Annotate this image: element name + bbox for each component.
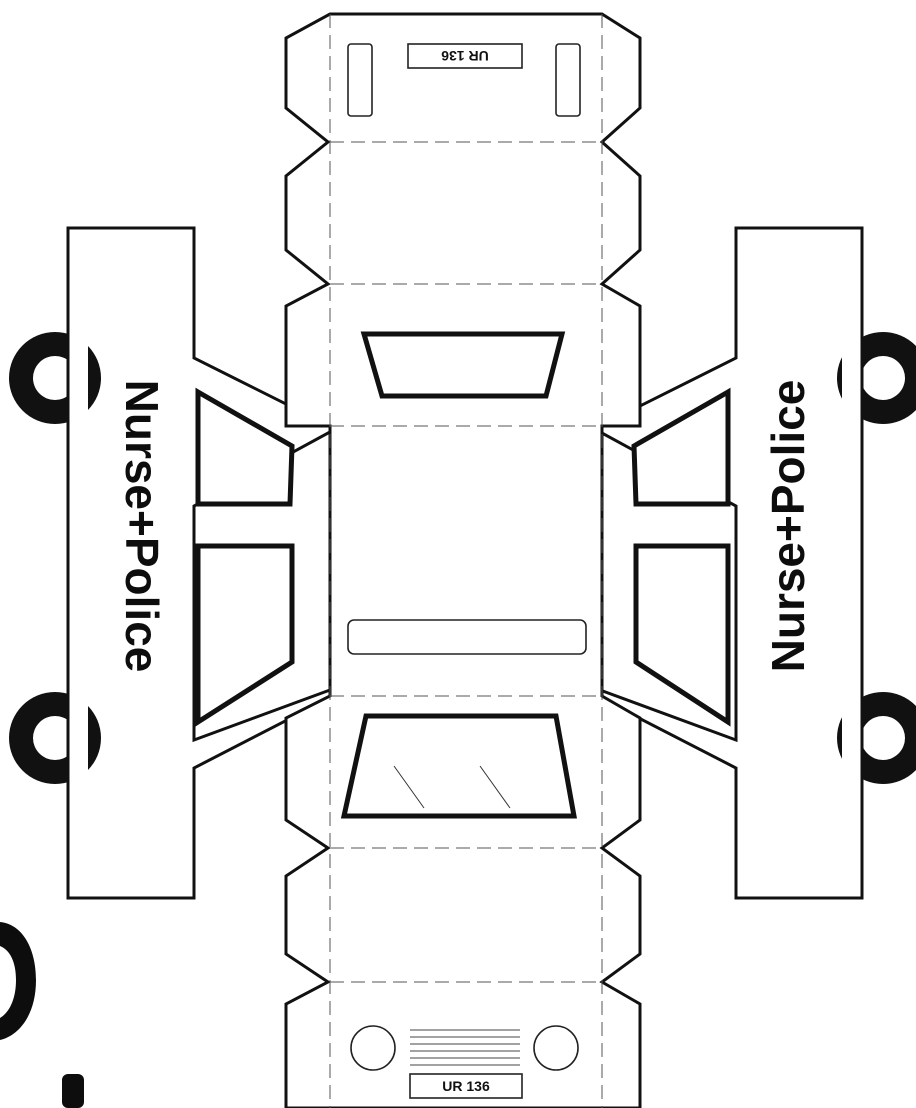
fold-lines <box>329 14 603 1108</box>
rear-license-plate <box>407 43 523 69</box>
edge-decoration <box>0 922 84 1108</box>
side-window-icon <box>195 387 295 507</box>
right-side-body <box>598 226 864 900</box>
rear-window-icon <box>360 331 566 399</box>
rear-plate-text: UR 136 <box>441 48 489 64</box>
side-window-icon <box>195 543 295 727</box>
front-panel: UR 136 <box>350 1025 579 1099</box>
headlight-icon <box>350 1025 396 1071</box>
right-side-panel: Nurse+Police <box>598 226 916 900</box>
rear-panel: UR 136 <box>347 43 581 117</box>
front-license-plate <box>409 1073 523 1099</box>
grille-icon <box>410 1029 520 1066</box>
windshield-icon <box>340 713 577 819</box>
body-strip-outline <box>284 12 642 1108</box>
tail-light-icon <box>347 43 373 117</box>
light-bar-icon <box>347 619 587 655</box>
left-side-body <box>66 226 332 900</box>
right-side-label: Nurse+Police <box>762 380 814 673</box>
headlight-icon <box>533 1025 579 1071</box>
front-plate-text: UR 136 <box>442 1078 490 1094</box>
left-side-panel: Nurse+Police <box>9 226 332 900</box>
side-window-icon <box>631 387 731 507</box>
center-body-strip: UR 136 UR 136 <box>284 12 642 1108</box>
tail-light-icon <box>555 43 581 117</box>
left-side-label: Nurse+Police <box>116 380 168 673</box>
side-window-icon <box>633 543 731 727</box>
